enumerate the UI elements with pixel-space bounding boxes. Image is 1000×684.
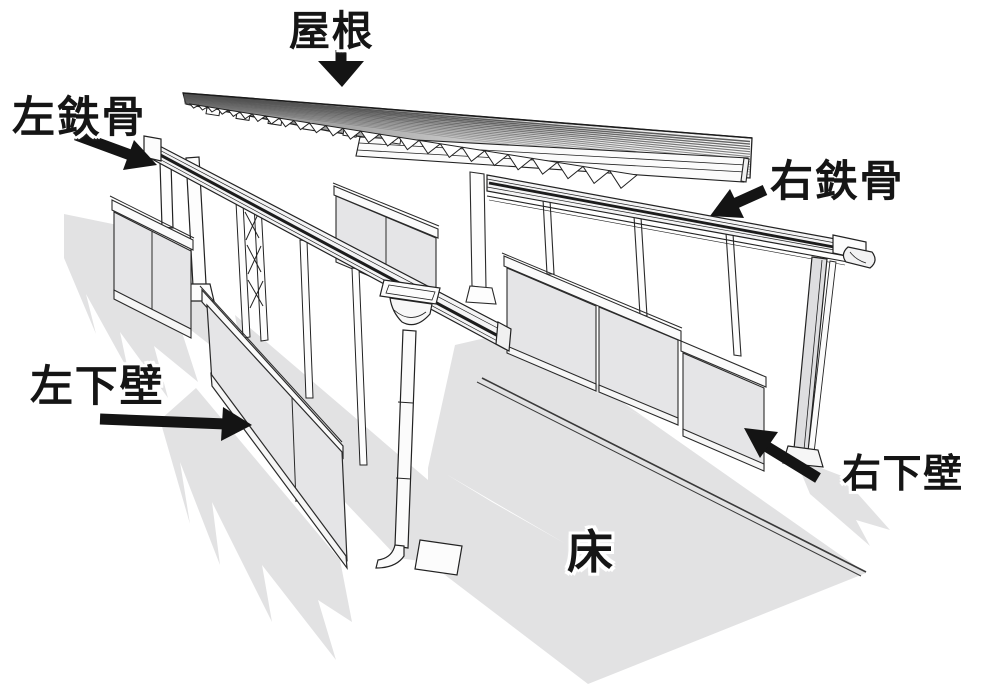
roof-corrugated-edge [188, 103, 639, 189]
arrow-left-steel [74, 129, 157, 170]
left-lower-wall-far [109, 195, 195, 339]
pipe-elbow [375, 544, 405, 569]
label-right-lower-wall: 右下壁 [842, 452, 964, 497]
downspout-pipe [394, 329, 417, 549]
shadow-right-post [795, 458, 890, 546]
floor-light-streak [702, 446, 764, 478]
floor-curb-line [481, 377, 867, 573]
right-frame-posts [465, 171, 742, 357]
roof [182, 92, 753, 189]
label-left-steel-frame: 左鉄骨 [12, 93, 147, 143]
label-right-steel-frame: 右鉄骨 [770, 157, 905, 207]
floor-slab [428, 330, 866, 684]
post-base [465, 285, 497, 305]
arrow-right-steel [710, 184, 768, 218]
arrow-left-wall [99, 407, 252, 441]
hanger-post [633, 215, 648, 317]
pipe-joint [397, 401, 414, 404]
gutter-funnel [389, 297, 433, 326]
pipe-joint [395, 477, 412, 480]
gutter-end [842, 246, 876, 269]
left-steel-frame [143, 135, 512, 576]
hanger-post [725, 232, 742, 357]
floor-curb-line [476, 381, 862, 577]
annotation-arrows [74, 50, 821, 483]
beam-end-cap [143, 135, 162, 162]
arrow-roof [318, 50, 364, 87]
roof-ridge-line [182, 92, 753, 139]
right-lower-wall-near [501, 252, 767, 472]
arrow-right-wall [744, 428, 821, 483]
label-left-lower-wall: 左下壁 [30, 362, 165, 412]
label-floor: 床 [567, 525, 615, 579]
pipe-base-block [414, 539, 463, 576]
post [469, 171, 487, 289]
post [159, 161, 174, 229]
shadow-left-wall [160, 388, 352, 660]
beam-end-face [495, 321, 512, 352]
label-roof: 屋根 [289, 7, 375, 55]
right-steel-beam [486, 174, 876, 468]
floor-light-streak [446, 474, 566, 544]
